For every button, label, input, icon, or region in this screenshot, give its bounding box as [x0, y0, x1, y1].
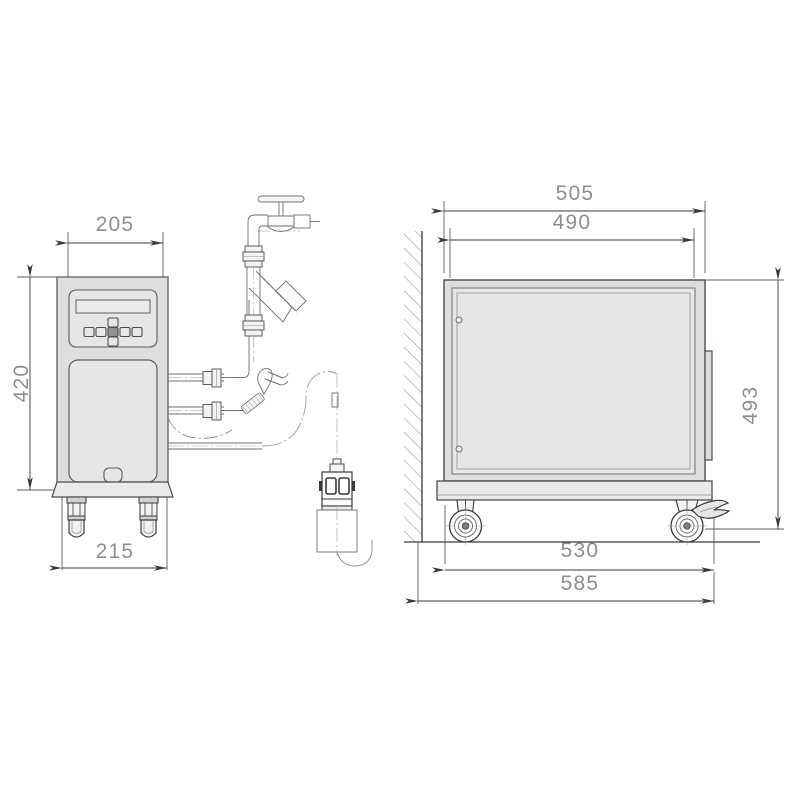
- dimension-width-top: 205: [55, 213, 164, 288]
- key-up[interactable]: [107, 317, 119, 328]
- key-right[interactable]: [119, 326, 131, 338]
- key-down[interactable]: [107, 336, 119, 347]
- base-plinth: [436, 480, 713, 501]
- pump-outlet: [329, 463, 345, 473]
- cabinet-body-side: [436, 279, 713, 501]
- key-function-right[interactable]: [131, 326, 143, 338]
- dimension-depth-total: 585: [405, 542, 715, 604]
- dimension-width-bottom: 215: [49, 497, 168, 571]
- base-plinth: [51, 481, 174, 498]
- dim-label-505: 505: [556, 182, 595, 205]
- plug-pin: [267, 371, 284, 379]
- pump-inlet-left: [325, 477, 337, 495]
- valve-handwheel: [257, 195, 305, 203]
- caster-front: [667, 499, 731, 545]
- key-function-left[interactable]: [83, 326, 95, 338]
- drain-hose: [168, 371, 338, 450]
- dim-label-420: 420: [10, 364, 33, 403]
- dim-label-205: 205: [96, 213, 135, 236]
- door-handle[interactable]: [103, 467, 123, 483]
- brake-pedal[interactable]: [691, 499, 731, 519]
- immersion-pump: [316, 374, 373, 567]
- dim-label-490: 490: [553, 211, 592, 234]
- caster-right: [138, 496, 159, 538]
- dim-label-530: 530: [561, 539, 600, 562]
- hinge-lower: [455, 445, 463, 453]
- dim-label-585: 585: [561, 572, 600, 595]
- dim-label-215: 215: [96, 540, 135, 563]
- key-left[interactable]: [95, 326, 107, 338]
- union-fitting-upper: [242, 245, 265, 268]
- union-fitting-lower: [242, 314, 265, 337]
- dimension-depth-outer: 505: [431, 182, 706, 273]
- cabinet-body-front: [51, 276, 174, 498]
- side-handle[interactable]: [704, 350, 713, 461]
- dim-label-493: 493: [739, 386, 762, 425]
- side-view: 505 490 493 530 585: [404, 182, 784, 604]
- plug-pin: [264, 378, 282, 386]
- caster-left: [66, 496, 87, 538]
- plug-body: [257, 367, 273, 395]
- front-view: 205 420 215: [10, 195, 373, 571]
- dimension-depth-casters: 530: [432, 505, 715, 573]
- y-strainer: [248, 270, 307, 323]
- valve-body: [267, 215, 295, 232]
- key-enter[interactable]: [107, 326, 119, 338]
- door-panel[interactable]: [68, 359, 158, 483]
- supply-hose-upper: [168, 300, 250, 388]
- shutoff-valve: [242, 195, 320, 362]
- supply-hose-lower: [168, 401, 243, 421]
- keypad-cross[interactable]: [83, 317, 143, 347]
- dimension-height-right: 493: [705, 267, 784, 530]
- mains-plug: [167, 367, 289, 439]
- pump-inlet-right: [338, 477, 350, 495]
- display-window: [75, 299, 151, 314]
- caster-rear: [446, 499, 486, 545]
- hinge-upper: [455, 316, 463, 324]
- dimension-depth-inner: 490: [437, 211, 695, 278]
- wall-hatching: [404, 231, 423, 543]
- pump-cable-clip: [331, 392, 339, 408]
